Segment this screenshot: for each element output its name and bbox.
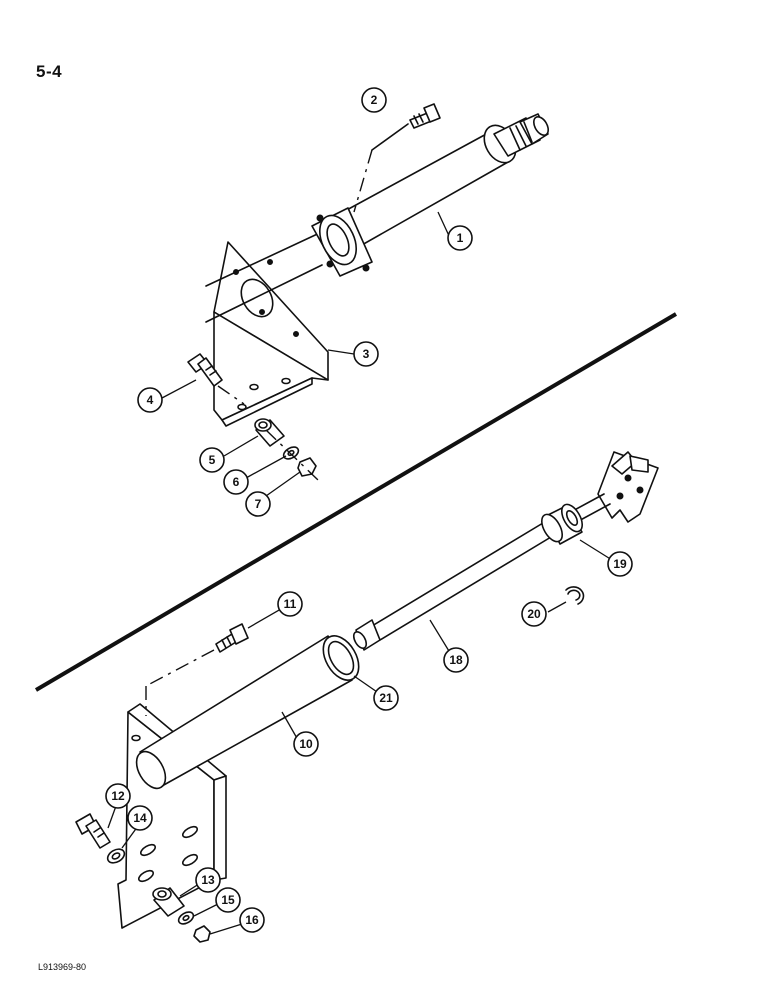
callout-12: 12	[105, 783, 131, 809]
callout-19: 19	[607, 551, 633, 577]
callout-6: 6	[223, 469, 249, 495]
callout-14: 14	[127, 805, 153, 831]
washer-lower	[177, 911, 195, 925]
svg-text:11: 11	[284, 597, 297, 611]
callout-18: 18	[443, 647, 469, 673]
svg-text:5: 5	[209, 453, 216, 467]
washer-lower-bolt	[106, 848, 126, 864]
column-tube-lower	[135, 635, 360, 790]
svg-text:7: 7	[255, 497, 262, 511]
mounting-bracket-upper	[213, 241, 329, 427]
svg-text:21: 21	[379, 691, 393, 705]
nut-upper	[297, 457, 317, 477]
washer-upper	[282, 446, 300, 460]
callout-10: 10	[293, 731, 319, 757]
callout-5: 5	[199, 447, 225, 473]
svg-text:14: 14	[133, 811, 147, 825]
column-tube-upper	[311, 113, 550, 277]
svg-text:16: 16	[245, 913, 259, 927]
callout-4: 4	[137, 387, 163, 413]
callout-20: 20	[521, 601, 547, 627]
svg-text:12: 12	[111, 789, 125, 803]
svg-text:15: 15	[221, 893, 235, 907]
snap-ring	[565, 586, 585, 605]
svg-text:4: 4	[147, 393, 154, 407]
steering-column-lower	[75, 451, 659, 943]
svg-text:19: 19	[613, 557, 627, 571]
svg-text:18: 18	[449, 653, 463, 667]
svg-text:10: 10	[299, 737, 313, 751]
bolt-bracket-upper	[187, 353, 223, 387]
callouts: 1 2 3 4 5 6 7 10 11 12 13 14 15 16 18 19…	[105, 87, 633, 933]
nut-lower	[193, 925, 211, 943]
callout-7: 7	[245, 491, 271, 517]
bolt-upper-column	[409, 103, 441, 129]
callout-13: 13	[195, 867, 221, 893]
callout-15: 15	[215, 887, 241, 913]
callout-21: 21	[373, 685, 399, 711]
section-divider-line	[34, 312, 678, 692]
page-number: 5-4	[36, 62, 63, 81]
callout-16: 16	[239, 907, 265, 933]
spacer-lower	[152, 887, 185, 917]
svg-text:13: 13	[201, 873, 215, 887]
callout-3: 3	[353, 341, 379, 367]
callout-2: 2	[361, 87, 387, 113]
bolt-bracket-lower	[75, 813, 111, 849]
svg-text:1: 1	[457, 231, 464, 245]
svg-text:3: 3	[363, 347, 370, 361]
svg-text:2: 2	[371, 93, 378, 107]
figure-code: L913969-80	[38, 962, 87, 972]
svg-text:6: 6	[233, 475, 240, 489]
bolt-lower-column	[215, 623, 249, 653]
steering-column-upper	[187, 103, 550, 481]
svg-text:20: 20	[527, 607, 541, 621]
callout-1: 1	[447, 225, 473, 251]
bearing	[540, 503, 584, 545]
inner-shaft	[352, 451, 659, 651]
callout-11: 11	[277, 591, 303, 617]
